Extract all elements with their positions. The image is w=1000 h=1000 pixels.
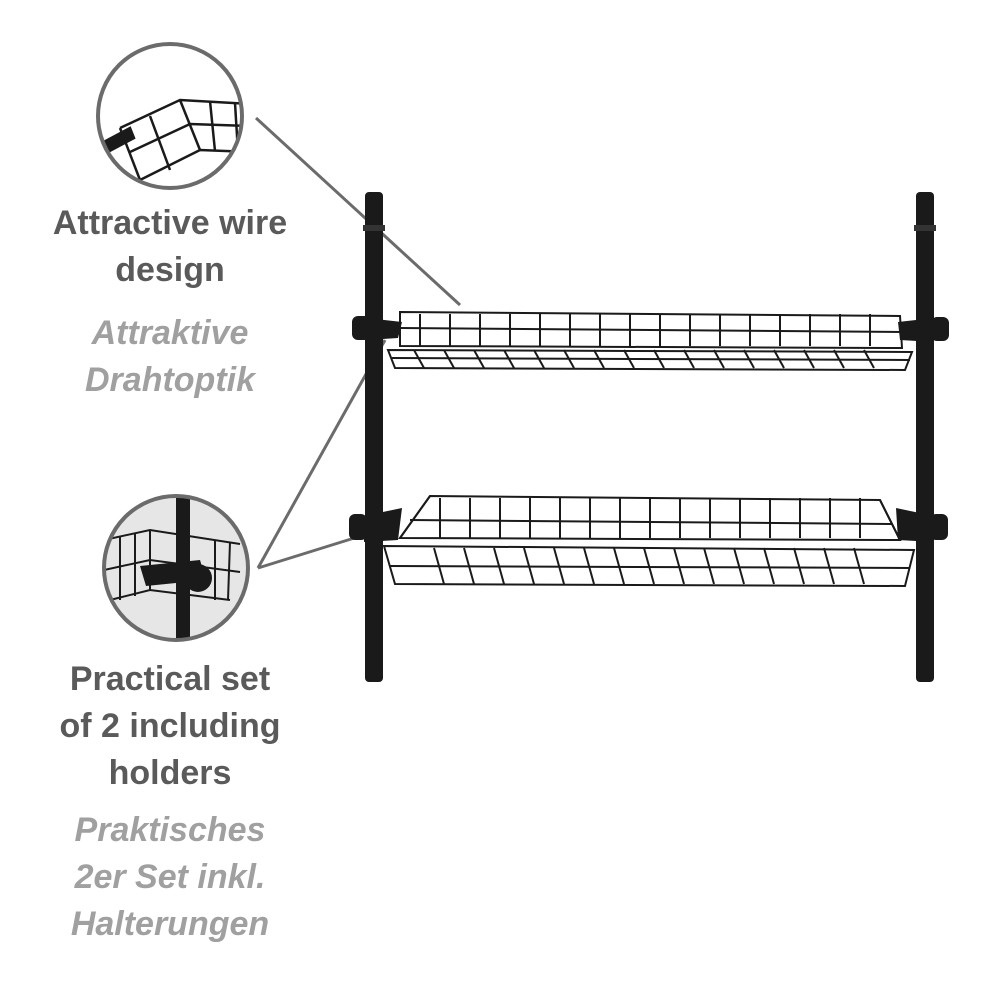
lower-right-holder xyxy=(896,508,948,542)
basket-wire xyxy=(553,547,565,585)
callout-line-holder-top xyxy=(256,339,387,569)
caption-line: design xyxy=(115,251,225,289)
basket-wire xyxy=(593,349,605,369)
caption-line: Attraktive xyxy=(91,314,249,352)
caption-line: Attractive wire xyxy=(52,204,288,242)
basket-wire xyxy=(653,349,665,369)
basket-wire xyxy=(533,349,545,369)
callout-line-wire xyxy=(254,116,462,307)
basket-wire xyxy=(563,349,575,369)
basket-wire xyxy=(443,349,455,369)
left-pole xyxy=(363,192,385,682)
caption-line: Practical set xyxy=(69,660,271,698)
basket-wire xyxy=(613,547,625,585)
basket-wire xyxy=(793,547,805,585)
wire-basket-corner-detail-icon xyxy=(98,98,242,182)
caption-line: holders xyxy=(108,754,232,792)
basket-wire xyxy=(703,547,715,585)
basket-wire xyxy=(853,547,865,585)
upper-left-holder xyxy=(352,316,402,340)
basket-wire xyxy=(503,349,515,369)
basket-wire xyxy=(493,547,505,585)
pole-holder-clamp-detail-icon xyxy=(104,496,241,640)
upper-wire-basket xyxy=(386,310,914,372)
basket-wire xyxy=(623,349,635,369)
basket-wire xyxy=(523,547,535,585)
basket-wire xyxy=(673,547,685,585)
basket-wire xyxy=(433,547,445,585)
lower-left-holder xyxy=(349,508,402,542)
basket-wire xyxy=(713,349,725,369)
basket-wire xyxy=(733,547,745,585)
practical-set-caption-de: Praktisches 2er Set inkl. Halterungen xyxy=(20,807,320,948)
holder-detail-circle xyxy=(102,494,250,642)
callout-wire-design: Attractive wire design Attraktive Drahto… xyxy=(20,200,320,404)
basket-wire xyxy=(863,349,875,369)
caption-line: Halterungen xyxy=(70,905,270,943)
right-pole xyxy=(914,192,936,682)
caption-line: Praktisches xyxy=(74,811,266,849)
basket-wire xyxy=(823,547,835,585)
wire-design-caption-en: Attractive wire design xyxy=(20,200,320,294)
basket-wire xyxy=(683,349,695,369)
basket-wire xyxy=(773,349,785,369)
basket-wire xyxy=(463,547,475,585)
basket-wire xyxy=(473,349,485,369)
basket-wire xyxy=(413,349,425,369)
basket-wire xyxy=(743,349,755,369)
basket-wire xyxy=(583,547,595,585)
basket-wire xyxy=(643,547,655,585)
caption-line: of 2 including xyxy=(59,707,281,745)
wire-design-caption-de: Attraktive Drahtoptik xyxy=(20,310,320,404)
callout-practical-set: Practical set of 2 including holders Pra… xyxy=(20,656,320,948)
basket-wire xyxy=(833,349,845,369)
upper-right-holder xyxy=(898,317,949,342)
wire-detail-circle xyxy=(96,42,244,190)
basket-wire xyxy=(803,349,815,369)
caption-line: Drahtoptik xyxy=(85,361,255,399)
lower-wire-basket xyxy=(382,494,916,588)
caption-line: 2er Set inkl. xyxy=(74,858,266,896)
basket-wire xyxy=(763,547,775,585)
practical-set-caption-en: Practical set of 2 including holders xyxy=(20,656,320,797)
